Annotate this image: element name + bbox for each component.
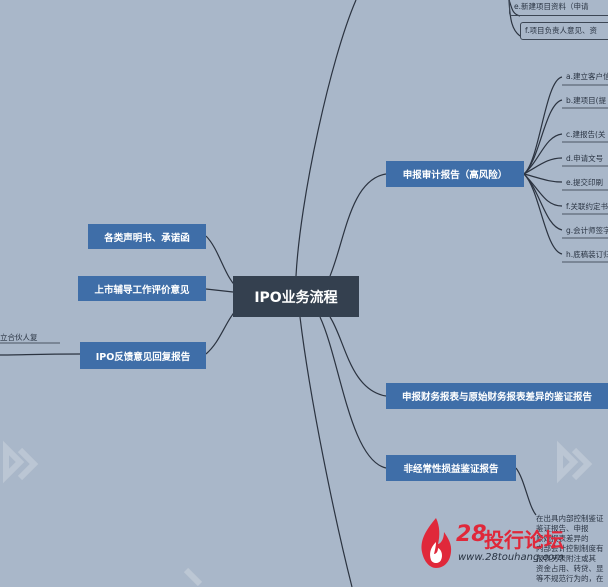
internal-control-note: 在出具内部控制鉴证 鉴证报告、申报 原始报表差异的 内部会计控制制度有 报表另表… bbox=[536, 514, 608, 584]
branch-difference-report[interactable]: 申报财务报表与原始财务报表差异的鉴证报告 bbox=[386, 383, 608, 409]
note-line: 等不规范行为的，在 bbox=[536, 574, 604, 583]
audit-leaf-a[interactable]: a.建立客户信 bbox=[566, 72, 608, 81]
logo-number: 28 bbox=[456, 522, 487, 547]
top-leaf-f[interactable]: f.项目负责人意见、资 bbox=[520, 22, 608, 40]
root-node[interactable]: IPO业务流程 bbox=[233, 276, 359, 317]
audit-leaf-g[interactable]: g.会计师签字 bbox=[566, 226, 608, 235]
audit-leaf-c[interactable]: c.建报告(关 bbox=[566, 130, 606, 139]
top-leaf-e[interactable]: e.新建项目资料（申请 bbox=[509, 0, 608, 16]
flame-icon bbox=[421, 518, 452, 568]
logo-url: www.28touhang.com bbox=[458, 552, 564, 563]
audit-leaf-b[interactable]: b.建项目(提 bbox=[566, 96, 607, 105]
branch-nonrecurring-report[interactable]: 非经常性损益鉴证报告 bbox=[386, 455, 516, 481]
audit-leaf-f[interactable]: f.关联约定书 bbox=[566, 202, 608, 211]
audit-leaf-h[interactable]: h.底稿装订归 bbox=[566, 250, 608, 259]
branch-audit-report[interactable]: 申报审计报告（高风险） bbox=[386, 161, 524, 187]
left-fragment-text: 立合伙人复 bbox=[0, 333, 38, 342]
logo-name: 投行论坛 bbox=[484, 528, 564, 552]
branch-feedback-reply[interactable]: IPO反馈意见回复报告 bbox=[80, 342, 206, 369]
branch-tutoring-evaluation[interactable]: 上市辅导工作评价意见 bbox=[78, 276, 206, 301]
audit-leaf-d[interactable]: d.申请文号 bbox=[566, 154, 604, 163]
note-line: 鉴证报告、申报 bbox=[536, 524, 589, 533]
note-line: 内部会计控制制度有 bbox=[536, 544, 604, 553]
note-line: 原始报表差异的 bbox=[536, 534, 589, 543]
audit-leaf-e[interactable]: e.提交印刷 bbox=[566, 178, 603, 187]
branch-declarations[interactable]: 各类声明书、承诺函 bbox=[88, 224, 206, 249]
note-line: 资金占用、转贷、显 bbox=[536, 564, 604, 573]
site-logo: 28 投行论坛 www.28touhang.com bbox=[418, 516, 598, 576]
note-line: 报表另表附注或其 bbox=[536, 554, 596, 563]
note-line: 在出具内部控制鉴证 bbox=[536, 514, 604, 523]
